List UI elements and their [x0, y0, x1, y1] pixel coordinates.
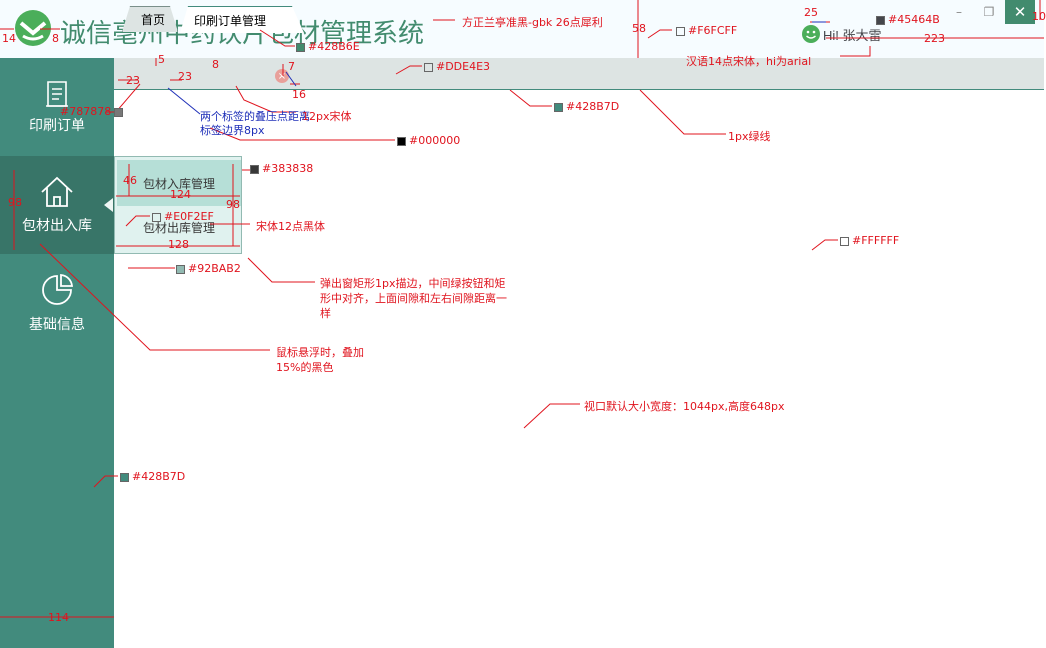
- dimension-label: 114: [48, 611, 69, 624]
- chart-icon: [42, 274, 73, 305]
- sidebar-item-label: 基础信息: [29, 317, 85, 333]
- dimension-label: 128: [168, 238, 189, 251]
- tab-print-order[interactable]: 印刷订单管理: [180, 6, 304, 33]
- user-greeting[interactable]: Hi! 张大雷: [823, 28, 882, 43]
- tab-bar: [114, 58, 1044, 90]
- dimension-label: 98: [226, 198, 240, 211]
- swatch-icon: [152, 212, 161, 222]
- annotation-viewport-note: 视口默认大小宽度：1044px,高度648px: [584, 400, 785, 413]
- swatch-icon: [114, 107, 124, 117]
- dimension-label: 10: [1032, 10, 1046, 23]
- popup-pointer: [104, 198, 113, 212]
- home-icon: [41, 176, 73, 207]
- sidebar-item-label: 印刷订单: [29, 118, 85, 134]
- document-icon: [46, 81, 68, 107]
- annotation-popup-font: 宋体12点黑体: [256, 220, 325, 233]
- swatch-icon: [840, 236, 849, 246]
- logo-icon: [14, 9, 52, 47]
- sidebar-item-material-io[interactable]: 包材出入库: [0, 156, 114, 254]
- annotation-color: #F6FCFF: [676, 24, 737, 37]
- dimension-label: 8: [52, 32, 59, 45]
- annotation-popup-note: 弹出窗矩形1px描边，中间绿按钮和矩形中对齐，上面间隙和左右间隙距离一样: [320, 277, 507, 320]
- swatch-icon: [424, 62, 433, 72]
- swatch-icon: [176, 264, 185, 274]
- dimension-label: 16: [292, 88, 306, 101]
- annotation-color: #DDE4E3: [424, 60, 490, 73]
- annotation-tab-overlap: 两个标签的叠压点距离标签边界8px: [200, 110, 310, 137]
- tab-home[interactable]: 首页: [122, 6, 178, 32]
- dimension-label: 23: [126, 74, 140, 87]
- annotation-color: #428B6E: [296, 40, 360, 53]
- annotation-color: #428B7D: [120, 470, 185, 483]
- dimension-label: 5: [158, 53, 165, 66]
- sidebar-item-label: 包材出入库: [22, 218, 92, 234]
- submenu-popup: 包材入库管理 包材出库管理: [114, 156, 242, 254]
- submenu-item-stock-in[interactable]: 包材入库管理: [117, 160, 241, 206]
- tab-close-icon[interactable]: ×: [275, 69, 289, 83]
- dimension-label: 8: [212, 58, 219, 71]
- annotation-tab-font: 12px宋体: [302, 110, 352, 123]
- annotation-greeting-note: 汉语14点宋体，hi为arial: [686, 55, 812, 68]
- sidebar-item-basic-info[interactable]: 基础信息: [0, 254, 114, 352]
- dimension-label: 23: [178, 70, 192, 83]
- dimension-label: 14: [2, 32, 16, 45]
- annotation-color: #383838: [250, 162, 313, 175]
- sidebar-item-print-order[interactable]: 印刷订单: [0, 58, 114, 156]
- swatch-icon: [250, 164, 259, 174]
- swatch-icon: [397, 136, 406, 146]
- annotation-font-note: 方正兰亭准黑-gbk 26点犀利: [462, 16, 603, 29]
- swatch-icon: [676, 26, 685, 36]
- minimize-button[interactable]: –: [956, 5, 962, 19]
- swatch-icon: [296, 42, 305, 52]
- annotation-color: #45464B: [876, 13, 940, 26]
- dimension-label: 46: [123, 174, 137, 187]
- user-avatar-icon[interactable]: [801, 24, 821, 44]
- swatch-icon: [876, 15, 885, 25]
- dimension-label: 7: [288, 60, 295, 73]
- annotation-color: #E0F2EF: [152, 210, 214, 223]
- dimension-label: 223: [924, 32, 945, 45]
- close-window-button[interactable]: ✕: [1005, 0, 1035, 24]
- dimension-label: 124: [170, 188, 191, 201]
- annotation-color: #FFFFFF: [840, 234, 899, 247]
- submenu-item-stock-out[interactable]: 包材出库管理: [142, 220, 215, 235]
- annotation-color: #000000: [397, 134, 460, 147]
- annotation-green-line: 1px绿线: [728, 130, 771, 143]
- swatch-icon: [554, 102, 563, 112]
- annotation-color: #428B7D: [554, 100, 619, 113]
- dimension-label: 25: [804, 6, 818, 19]
- annotation-hover-note: 鼠标悬浮时，叠加15%的黑色: [276, 346, 364, 374]
- tab-label: 印刷订单管理: [194, 13, 267, 28]
- dimension-label: 58: [632, 22, 646, 35]
- maximize-button[interactable]: ❐: [983, 5, 995, 19]
- swatch-icon: [120, 472, 129, 482]
- annotation-color: #92BAB2: [176, 262, 241, 275]
- tab-label: 首页: [141, 13, 166, 27]
- dimension-label: 98: [8, 196, 22, 209]
- annotation-color: #787878: [60, 105, 126, 118]
